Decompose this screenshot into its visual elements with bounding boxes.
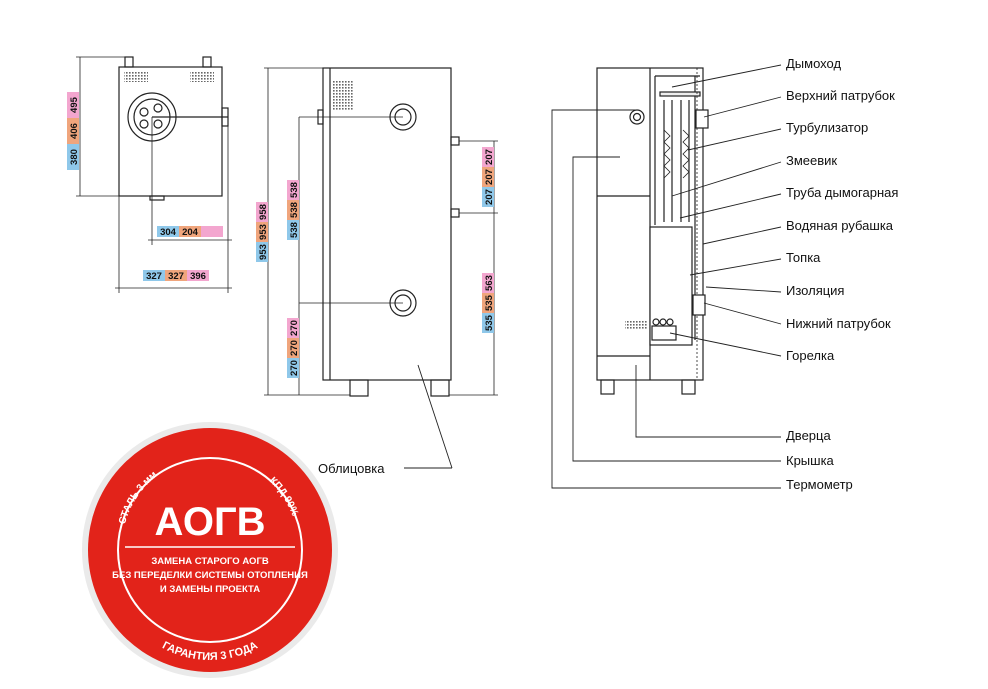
lower-pipe-label: Нижний патрубок [786, 316, 891, 331]
svg-text:953: 953 [258, 244, 269, 260]
flue-tube-label: Труба дымогарная [786, 185, 898, 200]
coil-label: Змеевик [786, 153, 837, 168]
svg-text:495: 495 [69, 96, 80, 113]
svg-text:958: 958 [258, 204, 269, 220]
svg-text:327: 327 [168, 271, 184, 282]
chimney-label: Дымоход [786, 56, 841, 71]
svg-text:535: 535 [484, 294, 495, 311]
front-lower-pipe-dimension: 270 270 270 [287, 318, 300, 378]
stamp-line-2: БЕЗ ПЕРЕДЕЛКИ СИСТЕМЫ ОТОПЛЕНИЯ [112, 570, 308, 581]
casing-label: Облицовка [318, 461, 385, 476]
svg-text:380: 380 [69, 149, 80, 165]
cover-label: Крышка [786, 453, 835, 468]
svg-text:538: 538 [289, 182, 300, 198]
svg-text:207: 207 [484, 169, 495, 185]
front-pipe-spacing-dimension: 538 538 538 [287, 180, 300, 240]
svg-text:396: 396 [190, 271, 206, 282]
side-upper-offset-dimension: 207 207 207 [482, 147, 495, 207]
upper-pipe-label: Верхний патрубок [786, 88, 895, 103]
svg-text:270: 270 [289, 320, 300, 336]
svg-text:327: 327 [146, 271, 162, 282]
water-jacket-label: Водяная рубашка [786, 218, 894, 233]
svg-text:270: 270 [289, 360, 300, 376]
top-depth-dimension: 380 406 495 [67, 92, 80, 170]
svg-text:953: 953 [258, 224, 269, 240]
top-pipe-offset-dimension: 304 204 [157, 226, 223, 238]
top-view [76, 56, 232, 293]
insulation-label: Изоляция [786, 283, 844, 298]
cross-section [551, 64, 782, 489]
svg-text:535: 535 [484, 314, 495, 331]
top-width-dimension: 327 327 396 [143, 270, 209, 282]
svg-text:538: 538 [289, 202, 300, 218]
front-height-dimension: 953 953 958 [256, 202, 269, 262]
svg-text:304: 304 [160, 227, 177, 238]
turbulizer-label: Турбулизатор [786, 120, 868, 135]
svg-text:563: 563 [484, 275, 495, 291]
svg-text:406: 406 [69, 123, 80, 139]
firebox-label: Топка [786, 250, 821, 265]
svg-text:270: 270 [289, 340, 300, 356]
stamp-title: АОГВ [154, 500, 265, 544]
promo-stamp: ИТАЛЬЯНСКАЯ АВТОМАТИКА SIT АНТИКОРРОЗИЙН… [49, 393, 368, 678]
svg-text:207: 207 [484, 149, 495, 165]
door-label: Дверца [786, 428, 831, 443]
front-view [264, 67, 498, 469]
burner-label: Горелка [786, 348, 835, 363]
svg-text:207: 207 [484, 189, 495, 205]
side-lower-span-dimension: 535 535 563 [482, 273, 495, 333]
stamp-line-1: ЗАМЕНА СТАРОГО АОГВ [151, 556, 269, 567]
callout-labels: Дымоход Верхний патрубок Турбулизатор Зм… [786, 56, 898, 492]
stamp-line-3: И ЗАМЕНЫ ПРОЕКТА [160, 584, 260, 595]
svg-text:204: 204 [182, 227, 199, 238]
svg-text:538: 538 [289, 222, 300, 238]
thermometer-label: Термометр [786, 477, 853, 492]
